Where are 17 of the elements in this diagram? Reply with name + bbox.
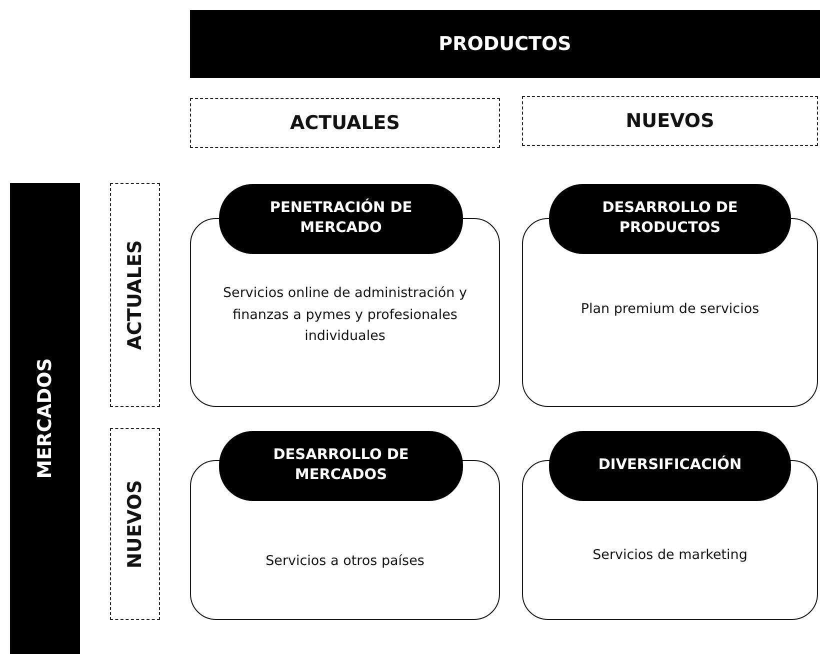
column-header: NUEVOS — [522, 96, 818, 146]
side-bar — [10, 183, 80, 654]
strategy-heading: DIVERSIFICACIÓN — [549, 431, 791, 501]
strategy-heading: DESARROLLO DE MERCADOS — [219, 431, 463, 501]
column-header: ACTUALES — [190, 98, 500, 148]
axis-title: NUEVOS — [124, 480, 146, 568]
strategy-description: Servicios de marketing — [592, 546, 748, 565]
axis-title: MERCADOS — [34, 358, 56, 479]
row-header — [110, 428, 160, 620]
row-header — [110, 183, 160, 407]
strategy-description: Servicios a otros países — [264, 552, 426, 571]
strategy-description: Plan premium de servicios — [580, 300, 760, 319]
strategy-heading: DESARROLLO DE PRODUCTOS — [549, 184, 791, 254]
header-bar: PRODUCTOS — [190, 10, 820, 78]
strategy-description: Servicios online de administración y finanzas a pymes y profesionales individuales — [222, 284, 468, 346]
strategy-heading: PENETRACIÓN DE MERCADO — [219, 184, 463, 254]
axis-title: ACTUALES — [124, 240, 146, 350]
